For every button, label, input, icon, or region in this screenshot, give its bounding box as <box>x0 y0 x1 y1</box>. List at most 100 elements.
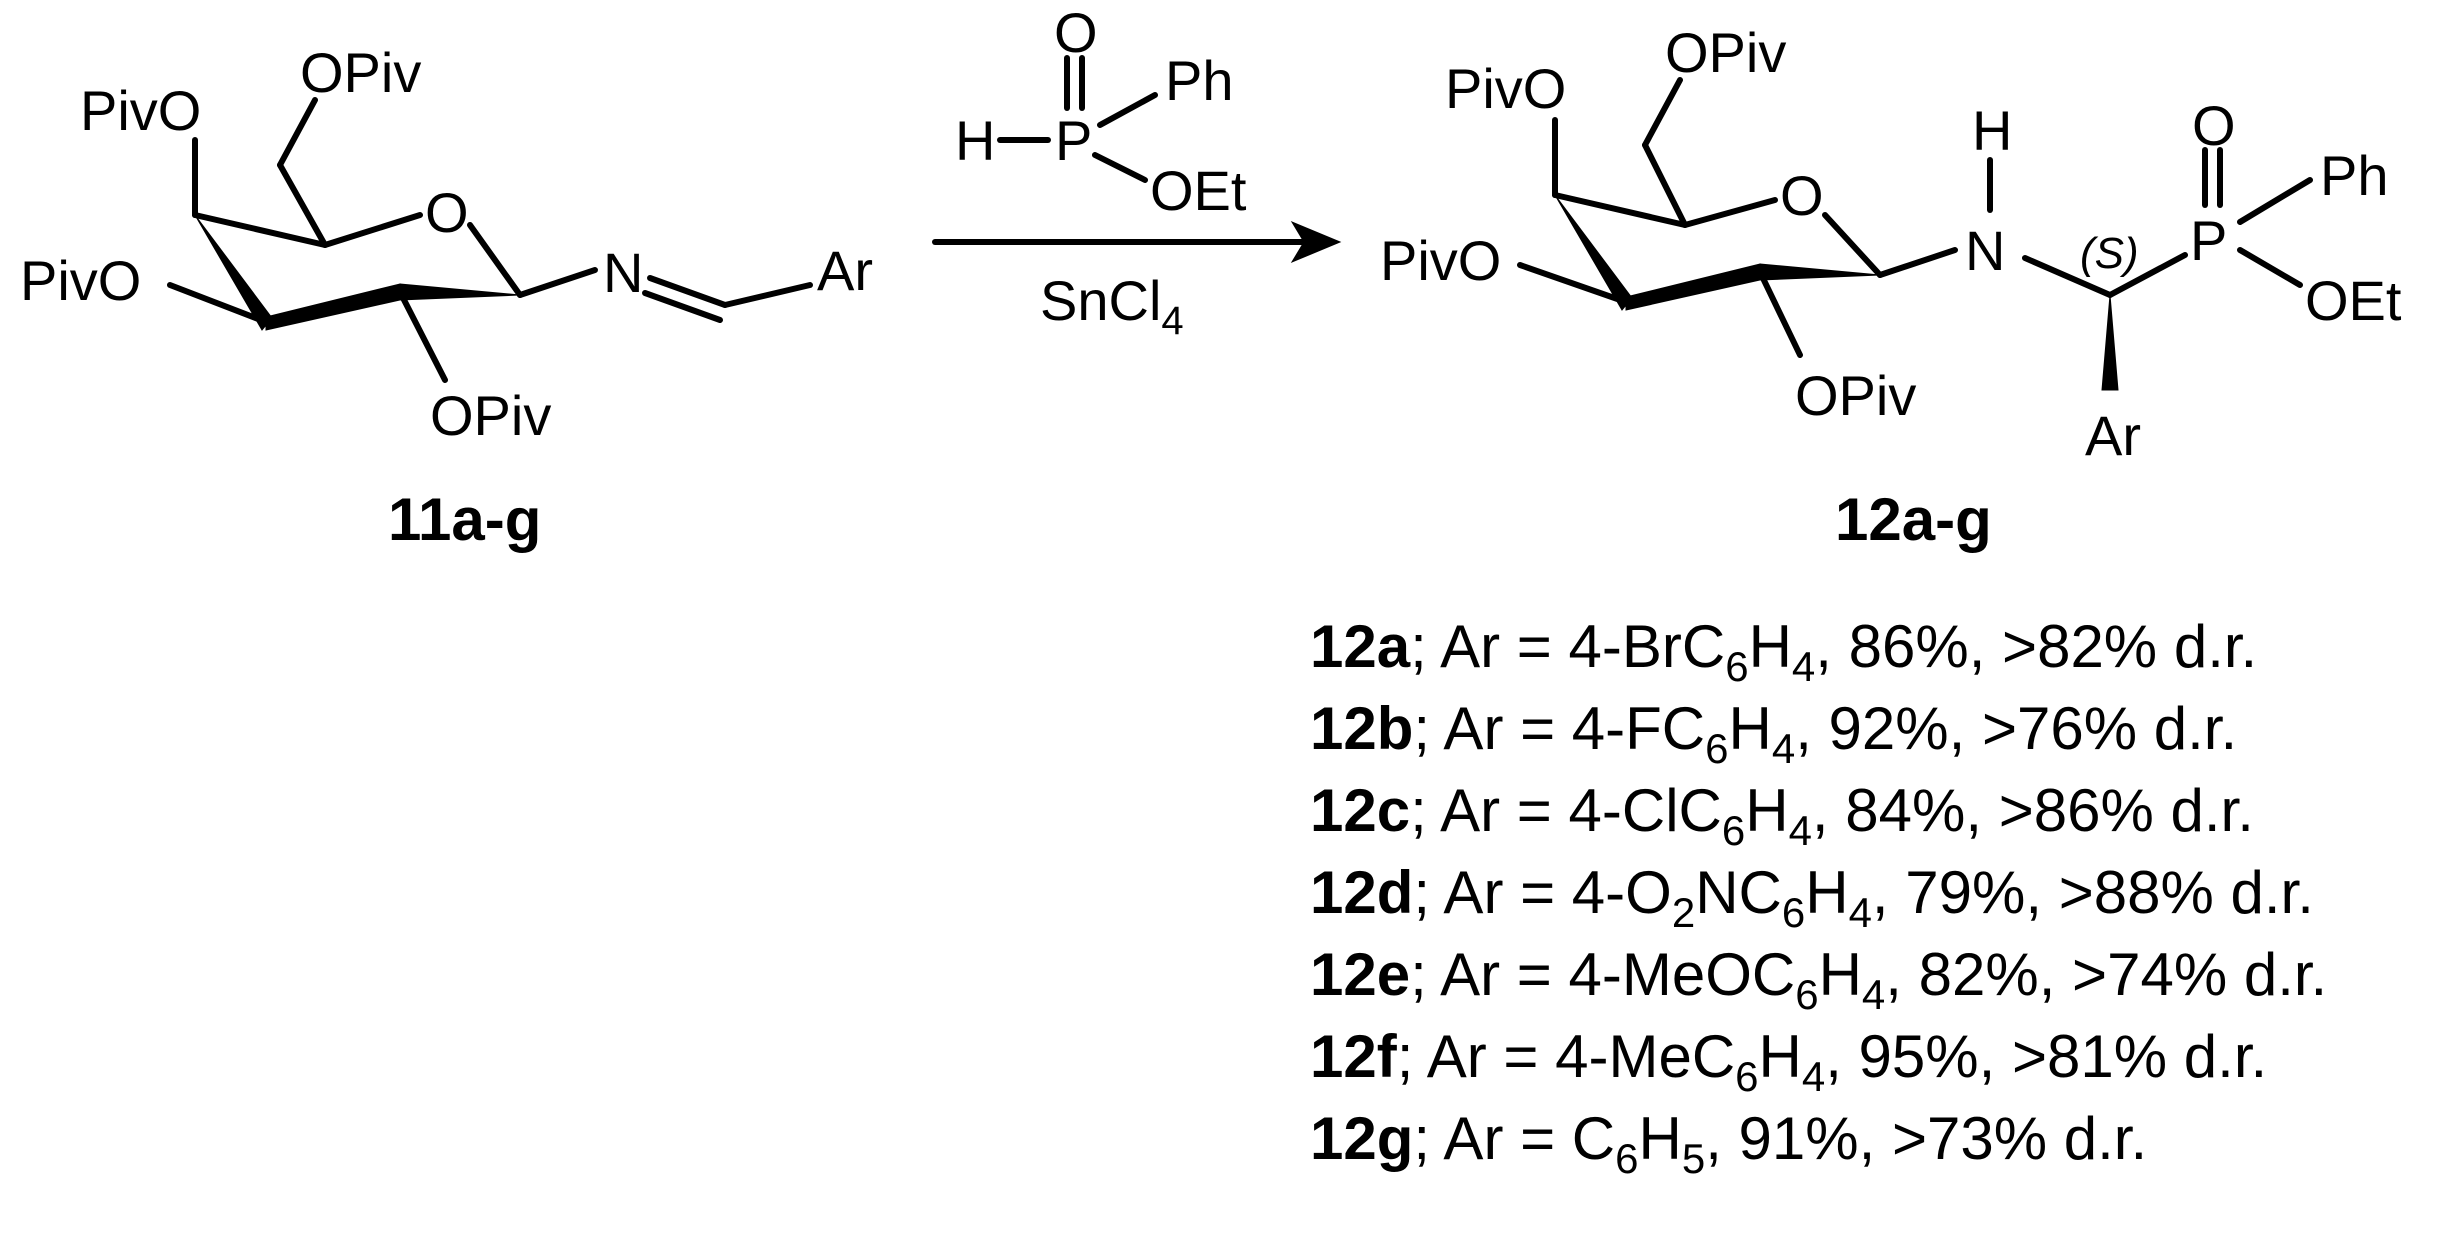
result-row: 12a; Ar = 4-BrC6H4, 86%, >82% d.r. <box>1310 613 2257 690</box>
product-label: 12a-g <box>1835 486 1992 553</box>
reactant-pivo-4: PivO <box>80 79 201 142</box>
result-row: 12g; Ar = C6H5, 91%, >73% d.r. <box>1310 1105 2147 1182</box>
result-text: H <box>1805 859 1848 926</box>
result-compound-id: 12c <box>1310 777 1410 844</box>
p-bond-c3-o3 <box>1517 262 1629 305</box>
result-row: 12b; Ar = 4-FC6H4, 92%, >76% d.r. <box>1310 695 2237 772</box>
p-bond-c-alpha-p <box>2107 252 2188 298</box>
p-bond-c6-o6 <box>1642 77 1683 148</box>
result-row: 12d; Ar = 4-O2NC6H4, 79%, >88% d.r. <box>1310 859 2314 936</box>
bond-ch-ar <box>722 282 813 308</box>
product-stereo-descriptor: (S) <box>2080 229 2139 278</box>
reagent-oet: OEt <box>1150 159 1247 222</box>
product-opiv-2: OPiv <box>1795 364 1916 427</box>
reactant-structure: OPiv PivO PivO OPiv O N Ar 11a-g <box>20 41 873 553</box>
result-text: H <box>1759 1023 1802 1090</box>
result-text: , 92%, >76% d.r. <box>1795 695 2237 762</box>
result-subscript: 6 <box>1615 1135 1638 1182</box>
bond-c5-c4 <box>192 212 328 248</box>
p-bond-c5-o5 <box>1682 197 1778 228</box>
product-ring-o: O <box>1780 164 1824 227</box>
result-text: ; Ar = 4-MeC <box>1397 1023 1735 1090</box>
phosphinate-reagent: O P H Ph OEt <box>955 1 1247 222</box>
bond-c3-c2-wedge <box>265 283 401 331</box>
reactant-imine-n: N <box>603 241 643 304</box>
result-subscript: 6 <box>1722 807 1745 854</box>
result-text: H <box>1639 1105 1682 1172</box>
p-bond-p-ph <box>2237 177 2313 225</box>
arrow-head <box>1290 220 1342 264</box>
result-compound-id: 12d <box>1310 859 1413 926</box>
p-bond-c1-n <box>1877 247 1958 278</box>
reaction-arrow <box>932 220 1342 264</box>
result-row: 12c; Ar = 4-ClC6H4, 84%, >86% d.r. <box>1310 777 2254 854</box>
product-opiv-6: OPiv <box>1665 21 1786 84</box>
result-text: H <box>1819 941 1862 1008</box>
product-p-o: O <box>2192 94 2236 157</box>
reactant-opiv-2: OPiv <box>430 384 551 447</box>
product-oet: OEt <box>2305 269 2402 332</box>
product-structure: OPiv PivO PivO OPiv O H N (S) P O Ph OEt… <box>1380 21 2402 553</box>
reagent-o: O <box>1054 1 1098 64</box>
result-text: ; Ar = C <box>1413 1105 1615 1172</box>
product-nh-h: H <box>1972 99 2012 162</box>
result-subscript: 4 <box>1789 807 1812 854</box>
p-bond-o5-c1 <box>1822 212 1883 278</box>
p-bond-p-oet <box>2237 247 2303 288</box>
result-text: , 91%, >73% d.r. <box>1705 1105 2147 1172</box>
result-text: ; Ar = 4-FC <box>1413 695 1705 762</box>
bond-c6-o6 <box>277 97 318 168</box>
results-list: 12a; Ar = 4-BrC6H4, 86%, >82% d.r.12b; A… <box>1310 613 2327 1182</box>
p-bond-c2-c1-wedge <box>1759 263 1881 281</box>
bond-c3-o3 <box>167 282 269 325</box>
p-bond-n-c-alpha <box>2022 255 2113 298</box>
bond-o5-c1 <box>467 222 523 298</box>
reactant-ar: Ar <box>817 239 873 302</box>
reactant-opiv-6: OPiv <box>300 41 421 104</box>
result-compound-id: 12g <box>1310 1105 1413 1172</box>
reactant-pivo-3: PivO <box>20 249 141 312</box>
bond-n-ch-double-2 <box>642 290 723 323</box>
result-subscript: 2 <box>1672 889 1695 936</box>
result-text: NC <box>1695 859 1782 926</box>
reagent-p: P <box>1055 109 1092 172</box>
result-text: , 84%, >86% d.r. <box>1812 777 2254 844</box>
result-text: ; Ar = 4-ClC <box>1410 777 1722 844</box>
result-row: 12f; Ar = 4-MeC6H4, 95%, >81% d.r. <box>1310 1023 2267 1100</box>
p-bond-c5-c4 <box>1552 192 1688 228</box>
result-subscript: 6 <box>1795 971 1818 1018</box>
product-pivo-3: PivO <box>1380 229 1501 292</box>
result-subscript: 4 <box>1802 1053 1825 1100</box>
result-subscript: 6 <box>1705 725 1728 772</box>
result-subscript: 4 <box>1772 725 1795 772</box>
result-subscript: 5 <box>1682 1135 1705 1182</box>
bond-c2-o2 <box>397 289 448 383</box>
result-text: , 95%, >81% d.r. <box>1825 1023 2267 1090</box>
product-ar: Ar <box>2085 404 2141 467</box>
result-subscript: 4 <box>1792 643 1815 690</box>
result-row: 12e; Ar = 4-MeOC6H4, 82%, >74% d.r. <box>1310 941 2327 1018</box>
result-compound-id: 12a <box>1310 613 1411 680</box>
result-text: , 86%, >82% d.r. <box>1815 613 2257 680</box>
result-text: ; Ar = 4-BrC <box>1410 613 1725 680</box>
result-subscript: 6 <box>1782 889 1805 936</box>
result-subscript: 4 <box>1862 971 1885 1018</box>
result-compound-id: 12f <box>1310 1023 1398 1090</box>
p-bond-c2-o2 <box>1757 269 1803 358</box>
result-subscript: 6 <box>1725 643 1748 690</box>
result-compound-id: 12e <box>1310 941 1410 1008</box>
reagent-h: H <box>955 109 995 172</box>
p-bond-c-alpha-ar-wedge <box>2101 294 2119 391</box>
reagent-ph: Ph <box>1165 49 1234 112</box>
bond-c5-c6 <box>277 162 328 248</box>
result-text: , 82%, >74% d.r. <box>1885 941 2327 1008</box>
p-bond-c5-c6 <box>1642 142 1688 228</box>
reagent-p-oet-bond <box>1092 152 1148 183</box>
result-text: ; Ar = 4-MeOC <box>1410 941 1795 1008</box>
p-bond-c3-c2-wedge <box>1625 263 1761 311</box>
result-subscript: 6 <box>1735 1053 1758 1100</box>
result-subscript: 4 <box>1849 889 1872 936</box>
product-p: P <box>2190 209 2227 272</box>
bond-c5-o5 <box>322 212 423 248</box>
result-text: , 79%, >88% d.r. <box>1872 859 2314 926</box>
